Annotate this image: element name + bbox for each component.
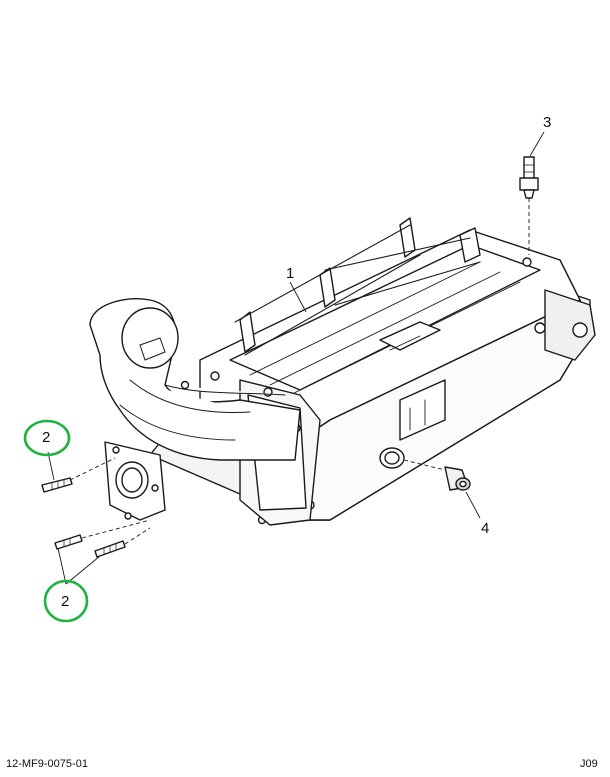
plug-part-4: [444, 466, 471, 491]
outlet-flange: [104, 441, 166, 521]
highlight-circle-lower: [43, 579, 89, 623]
elbow-pipe: [89, 298, 301, 461]
leader-line-1: [289, 281, 307, 313]
callout-3: 3: [543, 114, 552, 131]
alignment-line-plug: [403, 459, 446, 471]
callout-2-bottom: 2: [61, 593, 70, 610]
callout-1: 1: [286, 265, 295, 282]
stud-upper: [41, 477, 73, 493]
callout-4: 4: [481, 520, 490, 537]
leader-line-2-bottom-b: [65, 555, 101, 585]
leader-line-2-bottom-a: [57, 547, 67, 585]
leader-line-2-top: [47, 451, 55, 481]
egr-cooler-body: [149, 217, 596, 525]
leader-line-4: [465, 491, 481, 519]
alignment-line-stud-lower-left: [81, 519, 151, 539]
stud-lower-left: [54, 534, 83, 550]
callout-2-top: 2: [42, 429, 51, 446]
alignment-line-stud-lower-right: [124, 527, 151, 545]
side-port: [379, 447, 405, 469]
leader-line-3: [529, 131, 545, 157]
drawing-id: 12-MF9-0075-01: [6, 758, 88, 770]
highlight-circle-upper: [23, 419, 71, 457]
alignment-line-stud-upper: [69, 457, 116, 481]
stud-lower-right: [94, 540, 126, 558]
page-code: J09: [580, 758, 598, 770]
fitting-part-3: [519, 156, 539, 199]
